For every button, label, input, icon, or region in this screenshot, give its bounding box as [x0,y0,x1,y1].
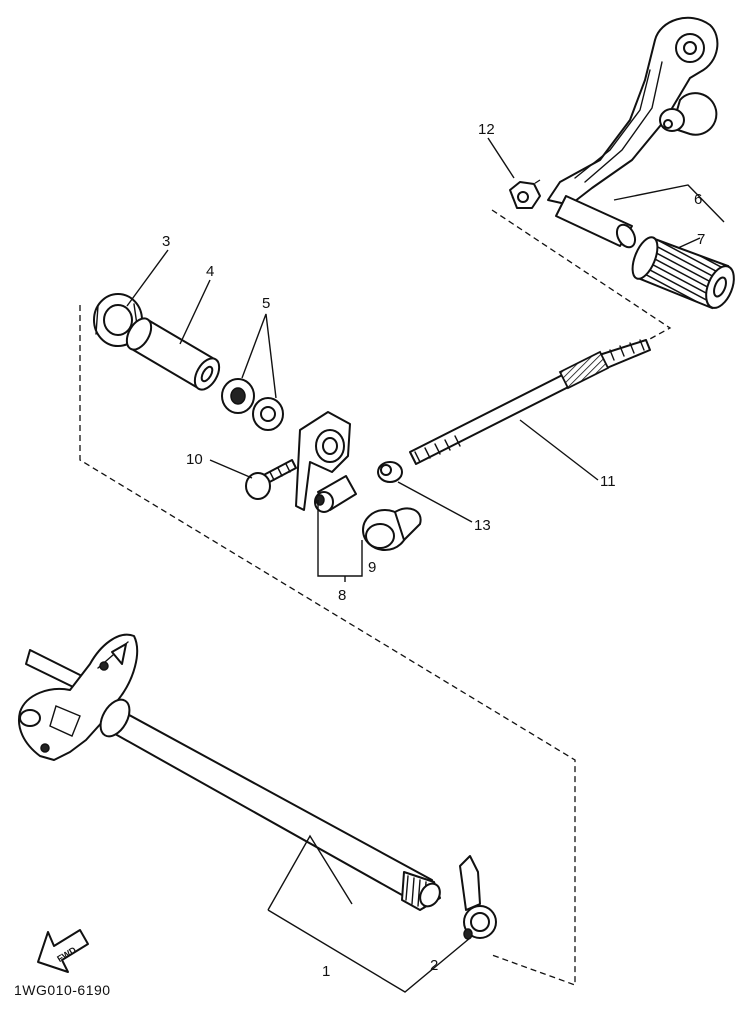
collar-part-4 [125,317,221,391]
callout-11: 11 [600,473,616,490]
callout-1: 1 [322,963,330,980]
shift-rod-part-11 [409,339,651,465]
bearings-part-5 [221,378,284,431]
assembly-dashed-lines [79,179,672,986]
callout-2: 2 [430,957,438,974]
callout-9: 9 [368,559,376,576]
callout-12: 12 [478,121,495,138]
callout-6: 6 [694,191,702,208]
callout-13: 13 [474,517,491,534]
callout-4: 4 [206,263,214,280]
nut-part-12 [509,181,541,209]
callout-labels: 1 2 3 4 5 6 7 8 9 10 11 12 13 [162,121,705,980]
bolt-part-10 [245,459,297,500]
callout-7: 7 [697,231,705,248]
callout-10: 10 [186,451,203,468]
callout-8: 8 [338,587,346,604]
shift-pedal [547,16,719,249]
joint-assembly-part-8 [295,411,357,513]
diagram-code: 1WG010-6190 [14,982,111,998]
fwd-arrow-icon: FWD [37,929,89,973]
washer-part-13 [377,461,403,483]
ball-cap-part-9 [362,507,422,551]
shift-shaft-part-1 [18,633,441,911]
torsion-spring-part-2 [459,855,497,940]
callout-5: 5 [262,295,270,312]
leader-lines [126,137,725,993]
callout-3: 3 [162,233,170,250]
pedal-rubber-part-7 [631,236,735,310]
